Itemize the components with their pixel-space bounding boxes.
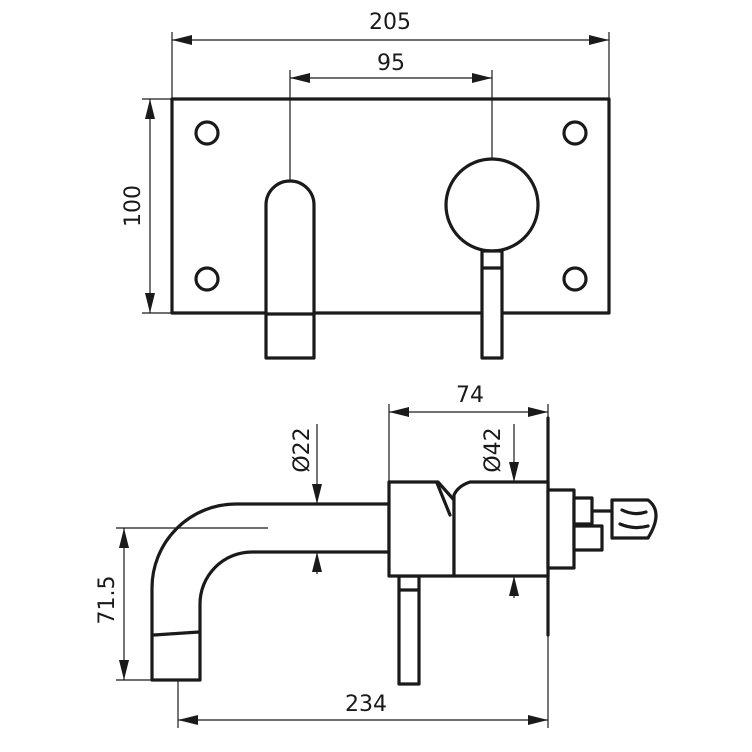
mounting-hole-top-right: [562, 120, 588, 146]
dim-95-label: 95: [377, 51, 405, 76]
dim-100: 100: [121, 98, 172, 314]
dim-42-label: Ø42: [481, 427, 506, 472]
side-view: [150, 416, 658, 686]
wall-flange-side: [546, 488, 576, 570]
dim-205: 205: [171, 10, 610, 99]
handle-knob-front: [444, 157, 540, 253]
handle-lever-front: [480, 249, 504, 360]
dim-22-label: Ø22: [290, 427, 315, 472]
dim-42: Ø42: [481, 424, 519, 598]
wall-plate: [170, 97, 611, 315]
dim-71-5-label: 71.5: [95, 576, 120, 625]
valve-body-side: [452, 480, 550, 578]
dim-234-label: 234: [345, 692, 387, 717]
dim-71-5: 71.5: [95, 527, 268, 681]
spout-side: [150, 502, 391, 682]
dim-100-label: 100: [121, 185, 146, 227]
dim-74-label: 74: [456, 383, 484, 408]
dim-22: Ø22: [290, 424, 322, 574]
mounting-hole-top-left: [194, 120, 220, 146]
front-view: [170, 97, 611, 360]
dim-95: 95: [289, 51, 493, 180]
handle-body-side: [387, 480, 456, 578]
spout-front: [264, 179, 316, 360]
mounting-hole-bottom-left: [194, 266, 220, 292]
mounting-hole-bottom-right: [562, 266, 588, 292]
rear-fitting-side: [572, 496, 658, 552]
dim-205-label: 205: [369, 10, 411, 35]
dim-74: 74: [388, 383, 549, 482]
handle-lever-side: [397, 574, 421, 686]
dim-234: 234: [177, 635, 549, 728]
